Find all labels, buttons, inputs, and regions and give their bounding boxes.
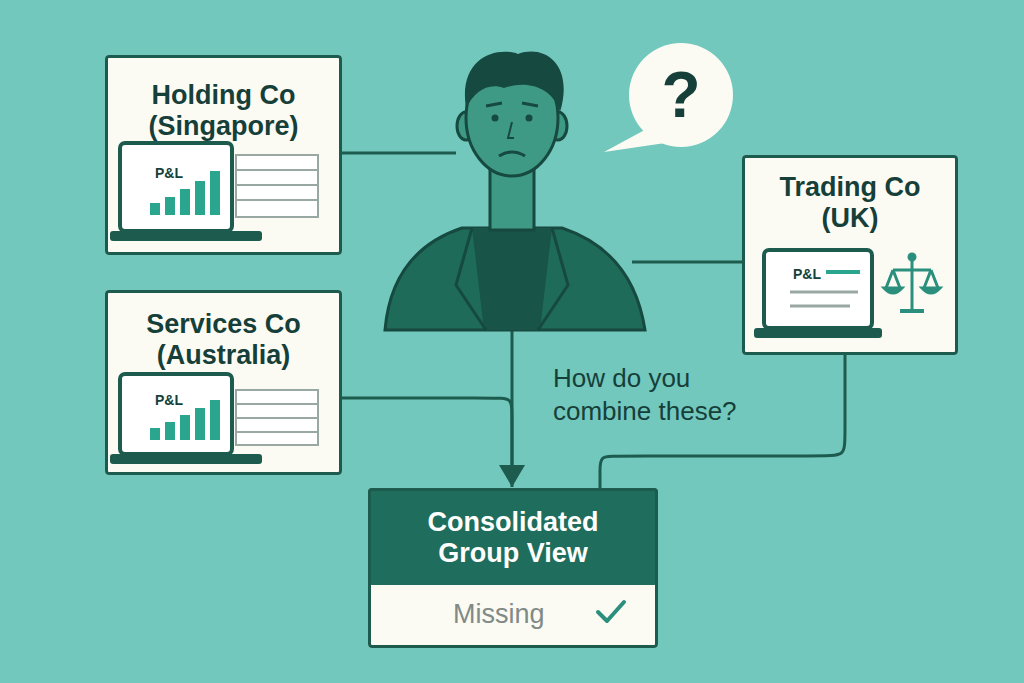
box-fill — [105, 290, 342, 475]
box-fill — [742, 155, 958, 355]
box-title: Trading Co (UK) — [760, 172, 940, 233]
group-view-box: Consolidated Group ViewMissing — [368, 488, 658, 648]
box-header — [368, 488, 658, 585]
check-mark — [598, 602, 624, 621]
pl-label: P&L — [793, 266, 821, 282]
question-mark: ? — [628, 42, 734, 148]
box-fill — [368, 488, 658, 648]
entity-box: Services Co (Australia) P&L — [105, 290, 342, 475]
question-label: How do you combine these? — [553, 362, 768, 427]
pl-label: P&L — [155, 392, 183, 408]
entity-box: Holding Co (Singapore) P&L — [105, 55, 342, 255]
box-title: Holding Co (Singapore) — [121, 80, 326, 141]
box-fill — [105, 55, 342, 255]
box-title: Services Co (Australia) — [121, 309, 326, 370]
person-figure — [385, 52, 645, 330]
laptop-icon — [754, 250, 882, 338]
pl-label: P&L — [155, 165, 183, 181]
entity-box: Trading Co (UK) P&L — [742, 155, 958, 355]
link-line — [632, 261, 742, 264]
scales-icon — [884, 254, 940, 311]
speech-bubble: ? — [628, 42, 734, 148]
laptop-icon — [110, 143, 318, 241]
link-line — [342, 152, 456, 155]
laptop-icon — [110, 374, 318, 464]
status-text: Missing — [453, 599, 545, 630]
connector — [342, 398, 512, 487]
box-title: Consolidated Group View — [403, 507, 623, 568]
